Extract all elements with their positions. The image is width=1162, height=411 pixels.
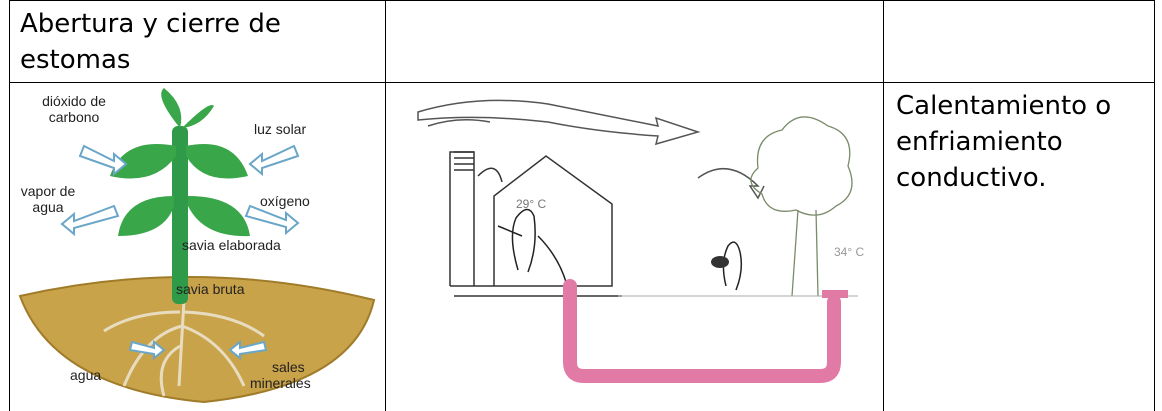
indoor-temp-label: 29° C: [516, 197, 546, 211]
label-co2-line1: dióxido de: [42, 93, 106, 109]
wind-arrows: [418, 100, 764, 198]
label-water: agua: [70, 367, 101, 383]
table-row-divider: [9, 82, 1155, 83]
label-raw-sap: savia bruta: [176, 281, 245, 297]
table-border-left: [9, 0, 10, 411]
dark-object: [711, 256, 729, 268]
body-cell-text: Calentamiento o enfriamiento conductivo.: [896, 88, 1146, 196]
outdoor-temp-label: 34° C: [834, 245, 864, 259]
house-diagram: 29° C 34° C: [398, 86, 878, 408]
house-svg: 29° C 34° C: [398, 86, 878, 408]
label-vapor-line2: agua: [32, 199, 63, 215]
house: [450, 152, 622, 296]
plant-diagram: dióxido de carbono luz solar vapor de ag…: [14, 86, 380, 408]
table-border-right: [1154, 0, 1155, 411]
people: [498, 209, 741, 290]
table-divider-1: [385, 0, 386, 411]
pipe-cap: [822, 290, 848, 298]
table-border-top: [9, 0, 1155, 1]
label-elaborated-sap: savia elaborada: [182, 237, 281, 253]
label-vapor-line1: vapor de: [21, 183, 76, 199]
label-co2-line2: carbono: [49, 109, 100, 125]
header-cell-text: Abertura y cierre de estomas: [20, 6, 350, 78]
label-oxygen: oxígeno: [260, 193, 310, 209]
plant-svg: dióxido de carbono luz solar vapor de ag…: [14, 86, 380, 408]
tree: [751, 117, 852, 296]
table-divider-2: [883, 0, 884, 411]
label-minerals-line1: sales: [272, 359, 305, 375]
underground-pipe: [570, 286, 834, 376]
label-minerals-line2: minerales: [250, 375, 311, 391]
label-light: luz solar: [254, 121, 306, 137]
